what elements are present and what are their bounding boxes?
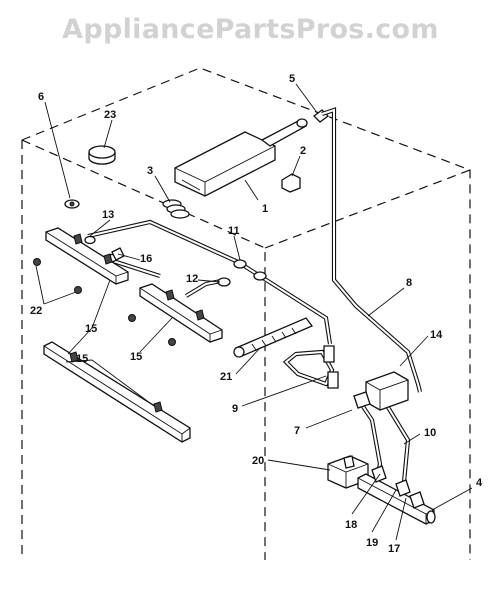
part-3-spring — [162, 199, 190, 219]
callout-7: 7 — [294, 425, 300, 437]
callout-12: 12 — [186, 273, 198, 285]
part-6-fitting — [64, 199, 80, 209]
part-21-burner-tube — [233, 317, 314, 358]
callout-13: 13 — [102, 209, 114, 221]
callout-2: 2 — [300, 145, 306, 157]
callout-20: 20 — [252, 455, 264, 467]
callout-16: 16 — [140, 253, 152, 265]
callout-1: 1 — [262, 203, 268, 215]
part-9-valve — [323, 345, 339, 389]
callout-10: 10 — [424, 427, 436, 439]
callout-9: 9 — [232, 403, 238, 415]
callout-labels: 1 2 3 4 5 6 7 8 9 10 11 12 13 14 15 15 1… — [30, 73, 483, 555]
part-14-regulator — [353, 371, 409, 411]
part-22-screws — [33, 258, 176, 346]
manifold-pipe — [357, 465, 436, 525]
callout-4: 4 — [476, 477, 483, 489]
callout-22a: 22 — [30, 305, 42, 317]
callout-23: 23 — [104, 109, 116, 121]
callout-17: 17 — [388, 543, 400, 555]
callout-6: 6 — [38, 91, 44, 103]
callout-8: 8 — [406, 277, 412, 289]
part-15-bar — [43, 341, 191, 443]
callout-15a: 15 — [85, 323, 97, 335]
surface-burner-lower — [139, 283, 223, 343]
surface-burner-upper — [45, 227, 129, 285]
callout-15c: 15 — [130, 351, 142, 363]
part-2-bracket — [281, 173, 301, 193]
callout-5: 5 — [289, 73, 295, 85]
part-11-fitting — [233, 259, 267, 281]
callout-11: 11 — [228, 225, 240, 237]
watermark: AppliancePartsPros.com — [62, 14, 439, 45]
callout-14: 14 — [430, 329, 443, 341]
callout-21: 21 — [220, 371, 232, 383]
leader-lines — [35, 83, 473, 541]
callout-19: 19 — [366, 537, 378, 549]
callout-3: 3 — [147, 165, 153, 177]
callout-15b: 15 — [76, 353, 88, 365]
callout-18: 18 — [345, 519, 357, 531]
part-1-burner-housing — [174, 118, 308, 197]
part-23-knob — [88, 145, 116, 165]
